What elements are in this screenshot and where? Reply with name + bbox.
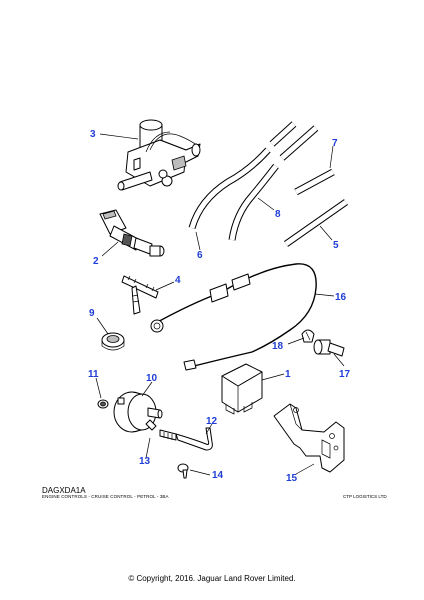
copyright-notice: © Copyright, 2016. Jaguar Land Rover Lim…	[128, 574, 296, 583]
callout-13: 13	[139, 456, 151, 467]
callout-1: 1	[285, 369, 291, 380]
callout-11: 11	[88, 369, 99, 380]
part-10-pump	[113, 391, 163, 433]
callout-14: 14	[212, 470, 224, 481]
callout-18: 18	[272, 341, 284, 352]
callout-3: 3	[90, 129, 96, 140]
diagram-logistics: CTP LOGISTICS LTD	[343, 494, 387, 499]
part-1-module	[221, 363, 263, 415]
callout-12: 12	[206, 416, 218, 427]
part-12-harness	[159, 427, 213, 451]
callout-9: 9	[89, 308, 95, 319]
part-4-connector	[121, 275, 159, 315]
callout-4: 4	[175, 275, 181, 286]
part-8-hose	[228, 125, 319, 241]
part-15-bracket	[273, 403, 345, 473]
diagram-code: DAGXDA1A	[42, 486, 86, 495]
part-11-washer	[97, 399, 109, 409]
part-16-cable	[150, 263, 317, 371]
part-6-hose	[188, 121, 297, 230]
part-14-screw	[177, 463, 189, 479]
diagram-description: ENGINE CONTROLS - CRUISE CONTROL - PETRO…	[42, 494, 169, 499]
part-17-bolt	[313, 339, 345, 357]
callout-15: 15	[286, 473, 298, 484]
callout-2: 2	[93, 256, 99, 267]
callout-17: 17	[339, 369, 351, 380]
part-5-hose	[283, 199, 349, 247]
part-3-actuator	[117, 119, 201, 191]
part-18-clip	[301, 329, 315, 343]
callout-8: 8	[275, 209, 281, 220]
callout-6: 6	[197, 250, 203, 261]
callout-7: 7	[332, 138, 338, 149]
callout-5: 5	[333, 240, 339, 251]
part-9-grommet	[101, 332, 125, 351]
part-7-hose	[294, 168, 335, 196]
callout-16: 16	[335, 292, 347, 303]
part-2-switch	[99, 209, 165, 257]
callout-10: 10	[146, 373, 158, 384]
